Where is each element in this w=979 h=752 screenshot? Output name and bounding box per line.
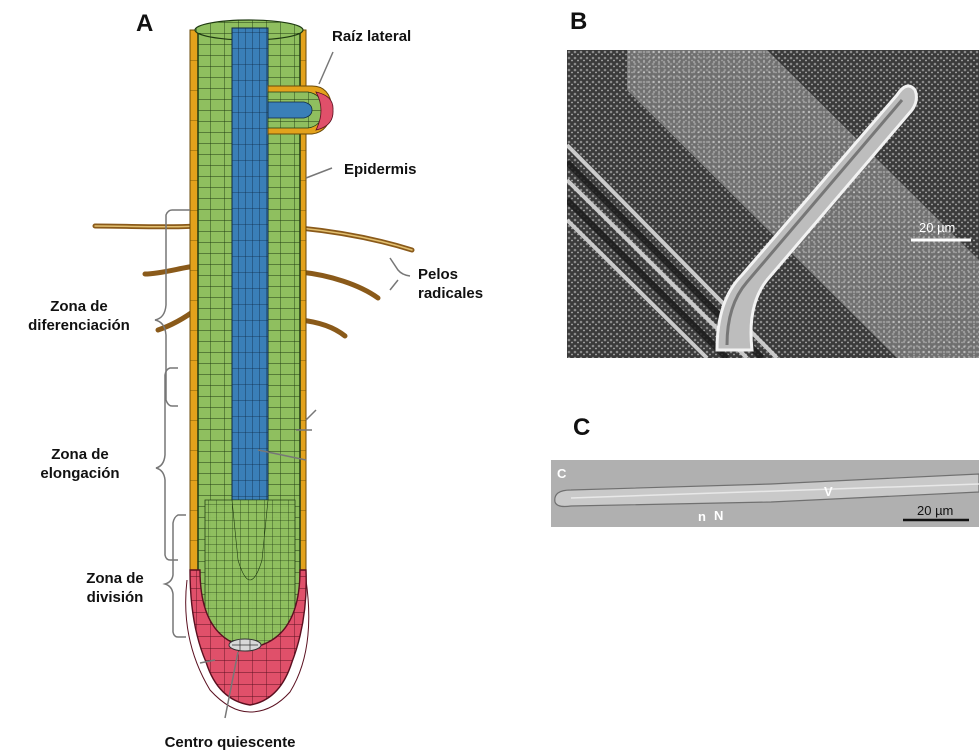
lateral-root-shape [268,86,333,134]
label-root-hairs-line2: radicales [418,284,483,303]
label-diff-line1: Zona de [4,297,154,316]
label-lateral-root: Raíz lateral [332,27,411,46]
stele [232,28,268,518]
panel-label-b: B [570,8,587,36]
panel-label-a: A [136,10,153,38]
label-quiescent-center: Centro quiescente [140,733,320,752]
micrograph-b-image [567,50,979,358]
label-epidermis: Epidermis [344,160,417,179]
scale-bar-c-label: 20 µm [917,503,953,518]
micrograph-c-image [551,460,979,527]
label-div-line2: división [70,588,160,607]
scale-bar-b-label: 20 µm [919,220,955,235]
micrograph-b: 20 µm [567,50,979,358]
label-root-hairs-line1: Pelos [418,265,483,284]
label-elongation-zone: Zona de elongación [10,445,150,483]
panel-label-c: C [573,414,590,442]
label-div-line1: Zona de [70,569,160,588]
mark-v: V [824,484,833,499]
label-root-hairs: Pelos radicales [418,265,483,303]
mark-c: C [557,466,566,481]
mark-n-big: N [714,508,723,523]
micrograph-c: C n N V 20 µm [551,460,979,527]
label-division-zone: Zona de división [70,569,160,607]
label-diff-line2: diferenciación [4,316,154,335]
label-differentiation-zone: Zona de diferenciación [4,297,154,335]
label-elong-line2: elongación [10,464,150,483]
mark-n-small: n [698,509,706,524]
label-elong-line1: Zona de [10,445,150,464]
